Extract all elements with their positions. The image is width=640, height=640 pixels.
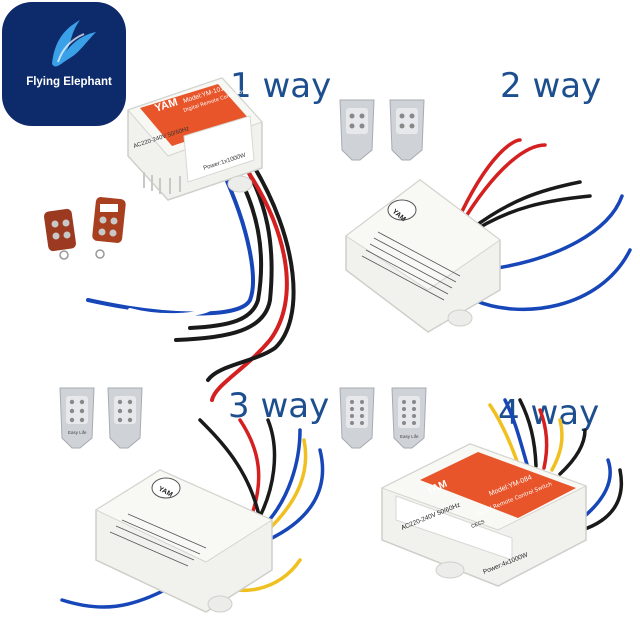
module-4-way	[380, 443, 588, 587]
module-4-cert: CECS	[471, 519, 487, 530]
logo-badge	[2, 2, 126, 126]
remote-3-way	[59, 387, 143, 449]
label-2-way: 2 way	[500, 66, 602, 106]
wires-1-way	[86, 148, 296, 402]
remote-3-text: Easy Life	[68, 430, 87, 435]
brand-logo: Flying Elephant	[0, 0, 128, 128]
brand-name: Flying Elephant	[26, 76, 112, 88]
module-2-way	[345, 179, 501, 333]
remote-4-way	[339, 387, 427, 449]
label-1-way: 1 way	[230, 66, 332, 106]
remote-4-text: Easy Life	[400, 434, 419, 439]
label-3-way: 3 way	[228, 386, 330, 426]
remote-2-way	[339, 99, 425, 161]
module-1-way	[127, 77, 263, 201]
module-3-way	[94, 469, 274, 613]
remote-1-way	[43, 197, 126, 260]
wing-icon	[52, 20, 96, 67]
